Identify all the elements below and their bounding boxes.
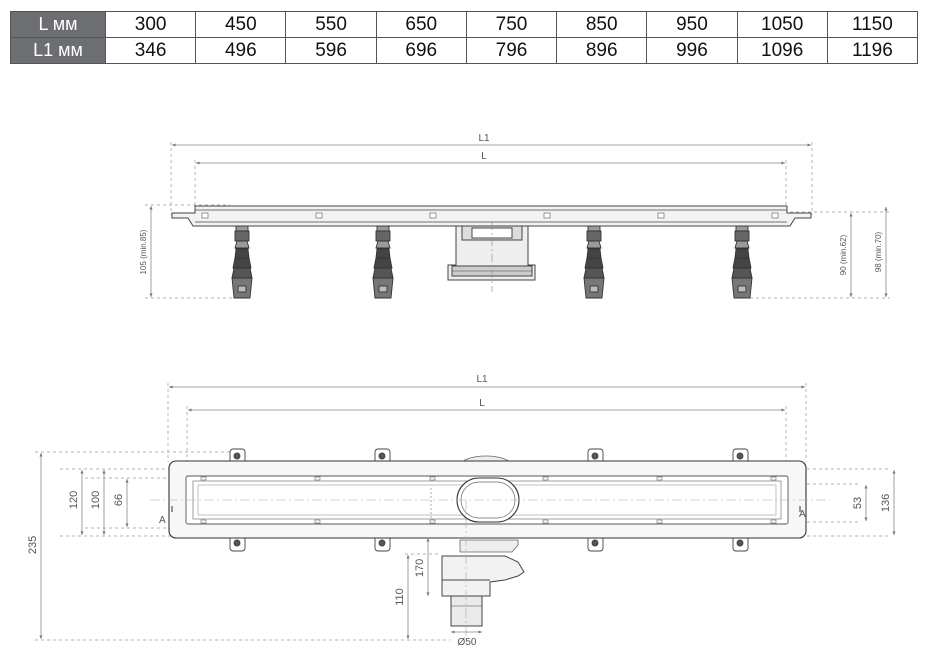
table-cell: 1150 <box>826 11 919 38</box>
adjustable-foot <box>731 225 753 299</box>
table-cell: 496 <box>195 37 287 64</box>
side-view: L1 L <box>139 133 890 299</box>
dim-l-label: L <box>479 398 485 409</box>
dim-120-label: 120 <box>68 491 80 509</box>
dim-l1-label: L1 <box>478 133 490 144</box>
table-cell: 450 <box>195 11 287 38</box>
dim-l1-label: L1 <box>476 374 488 385</box>
dim-136-label: 136 <box>880 494 892 512</box>
table-row: L1 мм 346 496 596 696 796 896 996 1096 1… <box>10 37 919 64</box>
table-cell: 1096 <box>736 37 828 64</box>
table-cell: 1050 <box>736 11 828 38</box>
row-header-l1: L1 мм <box>10 37 106 64</box>
top-view: L1 L <box>27 374 896 648</box>
adjustable-foot <box>231 225 253 299</box>
table-cell: 596 <box>285 37 377 64</box>
dim-100-label: 100 <box>90 491 102 509</box>
table-cell: 300 <box>104 11 197 38</box>
dim-235-label: 235 <box>27 536 39 554</box>
outlet-branch-top <box>441 555 525 627</box>
dim-height-right-inner-label: 90 (min.62) <box>839 234 848 275</box>
section-a-right-label: A <box>799 509 806 520</box>
table-cell: 796 <box>465 37 558 64</box>
section-a-left-label: A <box>159 515 166 526</box>
table-row: L мм 300 450 550 650 750 850 950 1050 11… <box>10 11 919 38</box>
dimensions-table: L мм 300 450 550 650 750 850 950 1050 11… <box>10 11 919 64</box>
dim-l-label: L <box>481 151 487 162</box>
dim-53-label: 53 <box>852 497 864 509</box>
adjustable-foot <box>372 225 394 299</box>
drain-channel-side <box>171 205 812 227</box>
dim-66-label: 66 <box>113 494 125 506</box>
outlet-housing-side <box>447 225 536 281</box>
table-cell: 850 <box>556 11 648 38</box>
dim-110-label: 110 <box>394 588 406 606</box>
table-cell: 1196 <box>826 37 919 64</box>
dim-diam-label: Ø50 <box>458 637 477 648</box>
drain-channel-top <box>168 460 807 539</box>
adjustable-foot <box>583 225 605 299</box>
table-cell: 896 <box>556 37 648 64</box>
row-header-l: L мм <box>10 11 106 38</box>
table-cell: 696 <box>375 37 467 64</box>
table-cell: 346 <box>104 37 197 64</box>
table-cell: 996 <box>646 37 738 64</box>
dim-height-left-label: 105 (min.85) <box>139 229 148 274</box>
dim-height-right-outer-label: 98 (min.70) <box>874 231 883 272</box>
table-cell: 650 <box>375 11 467 38</box>
mounting-lug <box>229 448 749 552</box>
dim-170-label: 170 <box>414 559 426 577</box>
table-cell: 750 <box>465 11 558 38</box>
